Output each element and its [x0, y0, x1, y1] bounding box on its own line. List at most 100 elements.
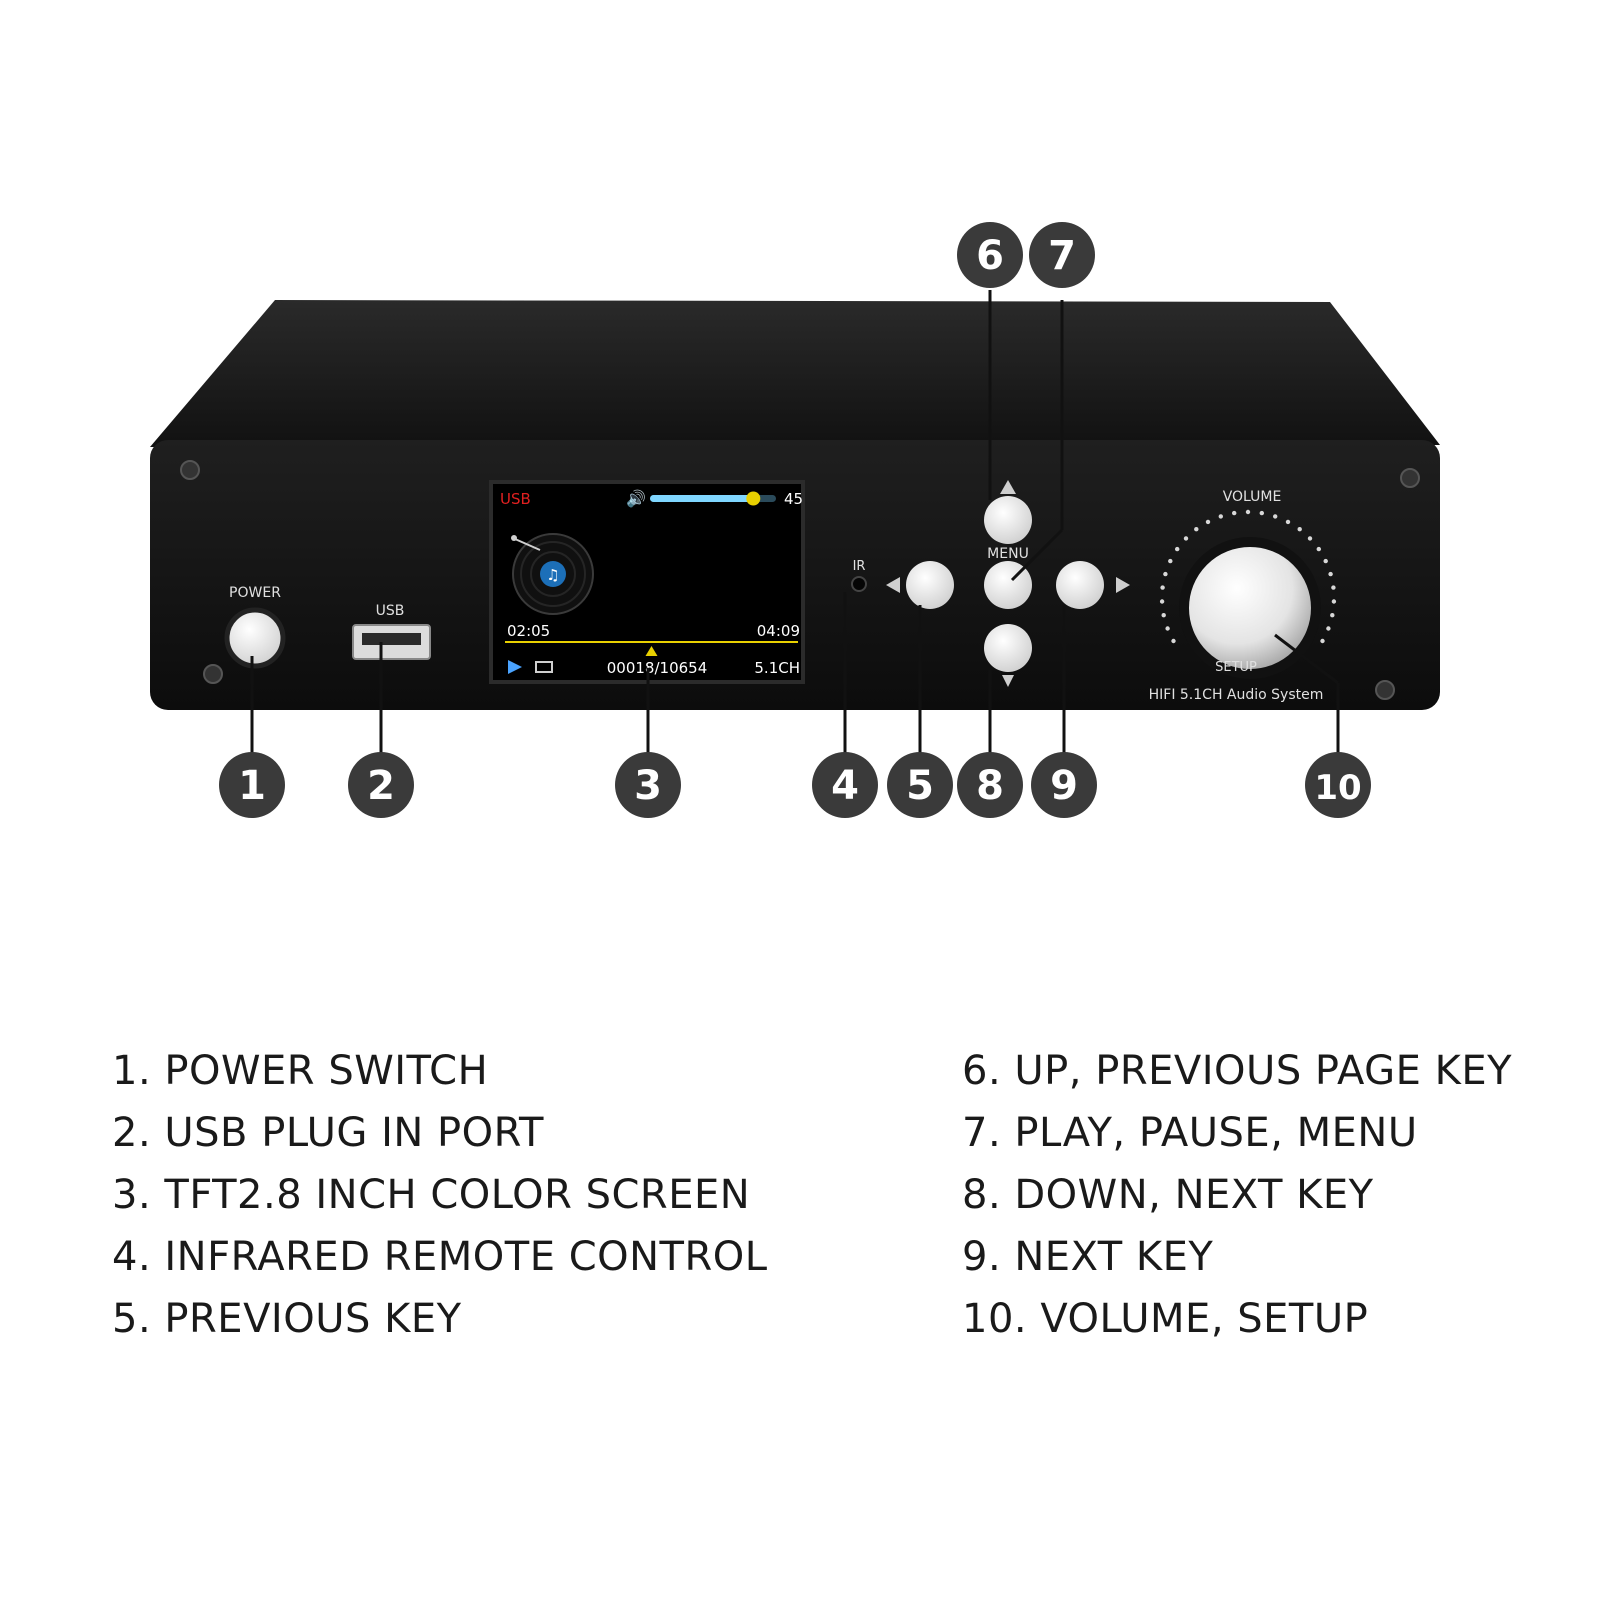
callout-number-4: 4 — [831, 763, 859, 809]
callout-circle-9 — [1031, 752, 1097, 818]
arrow-down-icon — [1002, 675, 1014, 687]
dial-dot — [1160, 585, 1165, 590]
dial-dot — [1331, 599, 1337, 604]
dial-dot — [1285, 519, 1291, 525]
tft-screen: USB 🔊 45 ♫ 02:05 04:09 00018/10654 5.1CH — [489, 480, 805, 684]
volume-label: VOLUME — [1223, 489, 1282, 505]
dial-dot — [1297, 527, 1302, 532]
menu-label: MENU — [987, 546, 1029, 562]
next-button[interactable] — [1056, 561, 1104, 609]
callout-circle-5 — [887, 752, 953, 818]
usb-label: USB — [376, 603, 405, 619]
screen-volume-value: 45 — [784, 490, 803, 508]
callout-circle-6 — [957, 222, 1023, 288]
dial-dot — [1163, 571, 1168, 577]
dial-dot — [1273, 514, 1278, 519]
screen-elapsed-time: 02:05 — [507, 622, 550, 640]
leader-lines — [250, 290, 1340, 754]
power-label: POWER — [229, 585, 281, 601]
repeat-icon — [535, 661, 553, 673]
callout-circle-3 — [615, 752, 681, 818]
screw-icon — [203, 664, 223, 684]
arrow-left-icon — [886, 577, 900, 593]
screen-source: USB — [500, 490, 531, 508]
dial-dot — [1320, 638, 1325, 644]
callout-circle-7 — [1029, 222, 1095, 288]
dial-dot — [1159, 599, 1165, 604]
dial-dot — [1171, 638, 1176, 644]
screen-total-time: 04:09 — [757, 622, 800, 640]
dial-dot — [1218, 514, 1224, 519]
volume-bar-knob — [746, 491, 761, 506]
dial-dot — [1205, 519, 1211, 525]
dial-dot — [1330, 613, 1335, 618]
dial-dot — [1331, 585, 1336, 590]
leader-line-7b — [1010, 528, 1064, 582]
model-label: HIFI 5.1CH Audio System — [1149, 687, 1324, 703]
callout-number-1: 1 — [238, 763, 266, 809]
setup-label: SETUP — [1215, 660, 1257, 675]
callout-circle-1 — [219, 752, 285, 818]
legend-item-infrared: 4. INFRARED REMOTE CONTROL — [112, 1234, 768, 1280]
callout-number-7: 7 — [1048, 233, 1076, 279]
legend-item-volume-setup: 10. VOLUME, SETUP — [962, 1296, 1369, 1342]
screw-icon — [180, 460, 200, 480]
usb-port[interactable] — [352, 624, 431, 660]
progress-marker — [645, 646, 658, 656]
dial-dot — [1245, 509, 1251, 515]
device-top-cover — [150, 300, 1440, 447]
dial-dot — [1161, 613, 1166, 618]
dial-dot — [1165, 626, 1170, 631]
callout-circle-8 — [957, 752, 1023, 818]
dial-dot — [1168, 558, 1173, 564]
dial-dot — [1326, 626, 1331, 631]
legend-item-next-key: 9. NEXT KEY — [962, 1234, 1214, 1280]
screw-icon — [1375, 680, 1395, 700]
dial-dot — [1175, 546, 1180, 552]
legend-item-usb-port: 2. USB PLUG IN PORT — [112, 1110, 544, 1156]
arrow-up-icon — [1000, 480, 1016, 494]
down-button[interactable] — [984, 624, 1032, 672]
callout-circle-10 — [1305, 752, 1371, 818]
callout-number-10: 10 — [1314, 768, 1361, 808]
arrow-right-icon — [1116, 577, 1130, 593]
ir-label: IR — [853, 559, 866, 574]
legend-item-screen: 3. TFT2.8 INCH COLOR SCREEN — [112, 1172, 751, 1218]
callout-number-9: 9 — [1050, 763, 1078, 809]
legend-item-up-key: 6. UP, PREVIOUS PAGE KEY — [962, 1048, 1513, 1094]
callout-number-8: 8 — [976, 763, 1004, 809]
dial-dot — [1232, 510, 1237, 516]
up-button[interactable] — [984, 496, 1032, 544]
screen-track-counter: 00018/10654 — [607, 659, 708, 677]
dial-dot — [1323, 558, 1328, 564]
dial-dot — [1183, 536, 1189, 541]
speaker-icon: 🔊 — [626, 489, 646, 508]
leader-line-10a — [1274, 633, 1339, 685]
volume-bar-fill — [650, 495, 754, 502]
previous-button[interactable] — [906, 561, 954, 609]
screen-channel-mode: 5.1CH — [754, 659, 800, 677]
legend-right: 6. UP, PREVIOUS PAGE KEY 7. PLAY, PAUSE,… — [962, 1040, 1512, 1350]
legend-item-previous-key: 5. PREVIOUS KEY — [112, 1296, 462, 1342]
legend-item-power-switch: 1. POWER SWITCH — [112, 1048, 489, 1094]
legend-left: 1. POWER SWITCH 2. USB PLUG IN PORT 3. T… — [112, 1040, 768, 1350]
volume-knob[interactable] — [1179, 537, 1321, 679]
callout-number-5: 5 — [906, 763, 934, 809]
dial-dot — [1307, 536, 1313, 541]
dial-dot — [1194, 527, 1199, 532]
screw-icon — [1400, 468, 1420, 488]
power-button[interactable] — [224, 607, 286, 669]
legend-item-play-menu: 7. PLAY, PAUSE, MENU — [962, 1110, 1418, 1156]
dial-dot — [1328, 571, 1333, 577]
callout-number-2: 2 — [367, 763, 395, 809]
callout-number-3: 3 — [634, 763, 662, 809]
music-disc-icon: ♫ — [511, 533, 594, 615]
dial-dot — [1316, 546, 1322, 552]
callout-number-6: 6 — [976, 233, 1004, 279]
play-icon — [508, 660, 522, 674]
legend-item-down-key: 8. DOWN, NEXT KEY — [962, 1172, 1374, 1218]
callout-circle-4 — [812, 752, 878, 818]
dial-dot — [1259, 510, 1265, 516]
